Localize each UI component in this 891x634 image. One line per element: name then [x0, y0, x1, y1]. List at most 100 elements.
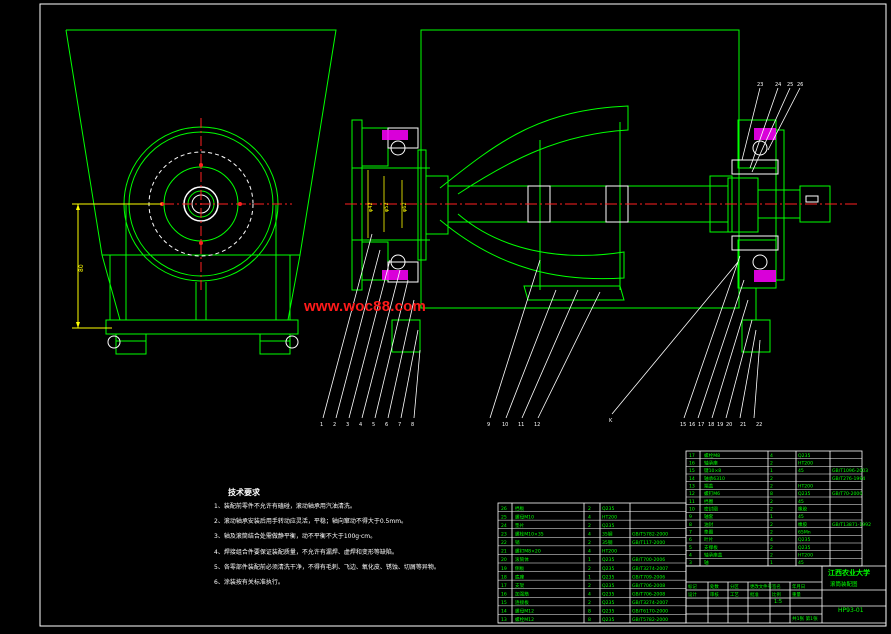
front-section-view	[351, 29, 831, 353]
table-cell: 轴套	[704, 513, 714, 520]
table-cell: 8	[588, 617, 591, 623]
table-cell: 23	[501, 531, 507, 537]
table-cell: 螺母M12	[515, 608, 534, 615]
table-cell: 6	[689, 537, 692, 543]
table-cell: Q235	[602, 591, 614, 597]
table-cell: 2	[770, 461, 773, 467]
title-block-cell: 设计	[688, 591, 697, 598]
balloon: 22	[756, 422, 762, 428]
table-cell: 45	[798, 514, 804, 520]
table-cell: 24	[501, 523, 507, 529]
title-block-cell: 比例	[772, 591, 781, 598]
title-block-cell: 审核	[710, 591, 719, 598]
table-cell: 25	[501, 514, 507, 520]
school-name: 江西农业大学	[828, 568, 870, 577]
table-cell: HT200	[798, 484, 813, 490]
table-cell: 1	[588, 574, 591, 580]
balloon: 10	[502, 422, 508, 428]
table-cell: GB/T5782-2000	[632, 531, 668, 537]
balloon: 17	[698, 422, 704, 428]
table-cell: 4	[689, 553, 692, 559]
title-block-cell: 签名	[772, 583, 781, 590]
base-plate	[105, 319, 299, 335]
balloon: 3	[346, 422, 349, 428]
balloon: 8	[411, 422, 414, 428]
table-cell: GB/T706-2008	[632, 583, 665, 589]
technical-requirements: 技术要求 1、装配前零件不允许有磕碰，滚动轴承用汽油清洗。 2、滚动轴承安装后用…	[214, 487, 514, 590]
table-cell: 45	[798, 560, 804, 566]
balloon: 6	[385, 422, 388, 428]
table-cell: HT200	[798, 461, 813, 467]
table-cell: 2	[588, 583, 591, 589]
tech-req-item: 3、轴及滚筒结合处需做静平衡，动不平衡不大于100g·cm。	[214, 533, 377, 541]
table-cell: 橡胶	[798, 521, 808, 528]
table-cell: 4	[770, 453, 773, 459]
table-cell: 螺栓M12	[515, 616, 534, 623]
side-view	[65, 29, 337, 355]
table-cell: 2	[770, 476, 773, 482]
table-cell: 65Mn	[798, 530, 811, 536]
balloon: 15	[680, 422, 686, 428]
shaft-dim-3: φ62	[402, 202, 408, 212]
drawing-number: HP93-01	[838, 607, 864, 614]
table-cell: 2	[588, 600, 591, 606]
table-cell: 14	[501, 609, 507, 615]
table-cell: Q235	[798, 545, 810, 551]
table-cell: 底座	[515, 573, 525, 580]
tech-req-item: 6、涂装按有关标准执行。	[214, 579, 284, 587]
blade-lower	[439, 213, 625, 280]
table-cell: 17	[501, 583, 507, 589]
table-cell: 2	[588, 566, 591, 572]
table-cell: 挡圈	[704, 498, 714, 505]
table-cell: 13	[689, 484, 695, 490]
sheet-count: 共1张 第1张	[792, 615, 818, 622]
balloons-mid: 9 10 11 12 K	[487, 418, 613, 428]
title-block-cell: 年月日	[792, 583, 805, 590]
table-cell: 螺栓M8	[704, 452, 720, 459]
table-cell: 橡胶	[798, 506, 808, 513]
watermark: www.woc88.com	[304, 298, 427, 315]
table-cell: 21	[501, 549, 507, 555]
table-cell: Q235	[602, 566, 614, 572]
table-cell: Q235	[602, 583, 614, 589]
table-cell: 螺钉M8×20	[515, 548, 541, 555]
table-cell: 17	[689, 453, 695, 459]
table-cell: 连接板	[515, 599, 529, 606]
table-cell: 10	[689, 507, 695, 513]
table-cell: 8	[770, 491, 773, 497]
table-cell: 16	[689, 461, 695, 467]
table-cell: 15	[501, 600, 507, 606]
drum-frame	[420, 29, 740, 309]
table-cell: GB/T117-2000	[632, 540, 665, 546]
table-cell: 2	[770, 545, 773, 551]
table-cell: 4	[588, 531, 591, 537]
table-cell: 2	[770, 484, 773, 490]
balloon: 11	[518, 422, 524, 428]
table-cell: GB/T13871-1992	[832, 522, 871, 528]
shaft-dimensions	[367, 170, 403, 238]
table-cell: 键10×8	[704, 467, 721, 474]
title-block-cell: 处数	[710, 583, 719, 590]
leader-lines	[322, 87, 801, 419]
table-cell: 16	[501, 591, 507, 597]
table-cell: Q235	[602, 506, 614, 512]
balloons-top: 23 24 25 26	[757, 82, 803, 88]
balloon: 16	[689, 422, 695, 428]
table-cell: 8	[689, 522, 692, 528]
table-cell: Q235	[602, 574, 614, 580]
table-cell: GB/T6170-2000	[632, 609, 668, 615]
table-cell: 加强筋	[515, 590, 529, 597]
title-block-cell: 重量	[792, 591, 801, 598]
hopper-outline	[66, 29, 337, 321]
table-cell: Q235	[798, 491, 810, 497]
blade-upper	[439, 105, 629, 195]
table-cell: 叶片	[704, 536, 714, 543]
balloon: 7	[398, 422, 401, 428]
tech-req-title: 技术要求	[228, 488, 260, 497]
table-cell: Q235	[798, 453, 810, 459]
scale-value: 1:5	[774, 599, 782, 605]
shaft-dim-1: φ42	[368, 202, 374, 212]
drawing-name: 滚筒装配图	[830, 580, 858, 588]
table-cell: 密封圈	[704, 506, 718, 513]
